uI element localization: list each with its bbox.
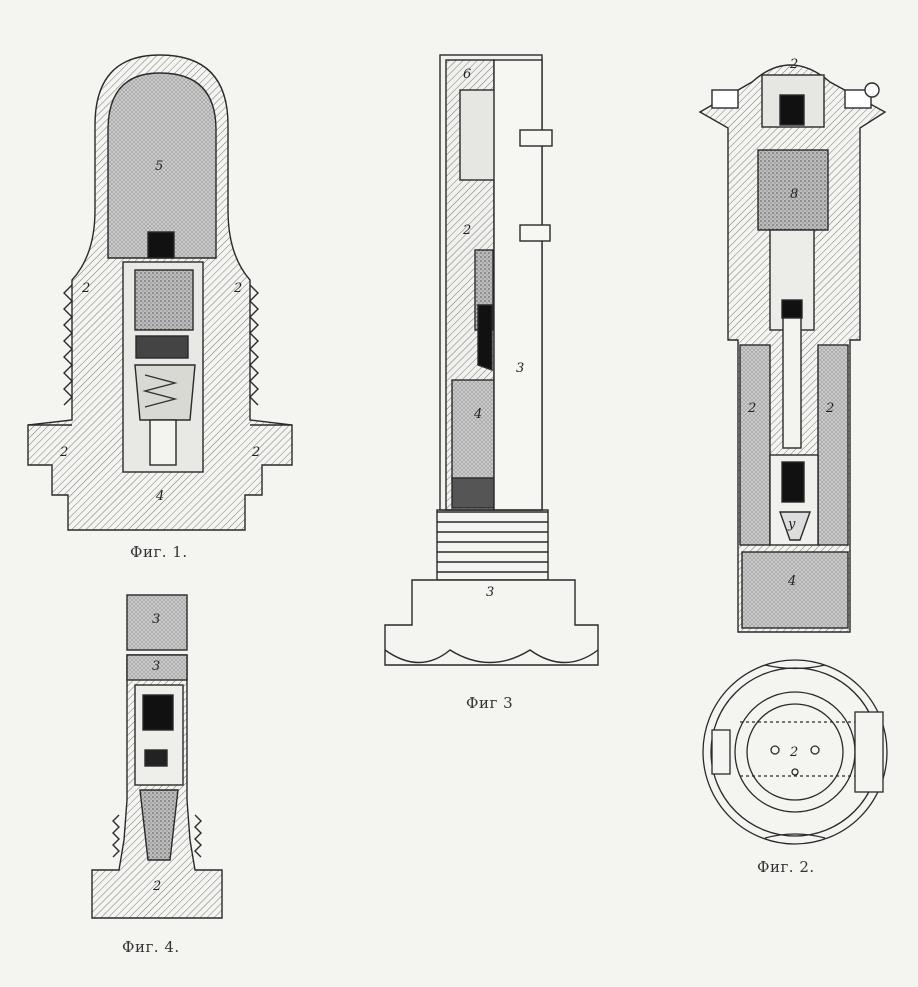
figure-2-plan xyxy=(702,659,888,845)
fig3-label-6: 6 xyxy=(463,67,471,82)
fig3-label-4: 4 xyxy=(473,407,482,422)
fig2-label-2b: 2 xyxy=(825,401,834,416)
figure-1-caption: Фиг. 1. xyxy=(130,543,188,561)
fig4-label-2: 2 xyxy=(152,879,161,894)
fig2-label-y: y xyxy=(787,517,796,532)
figure-3 xyxy=(384,54,599,666)
fig1-label-2b: 2 xyxy=(233,281,242,296)
figure-2-caption: Фиг. 2. xyxy=(757,858,815,876)
fig1-label-4: 4 xyxy=(155,489,164,504)
figure-4-caption: Фиг. 4. xyxy=(122,938,180,956)
figure-3-caption: Фиг 3 xyxy=(466,694,514,712)
figure-4 xyxy=(91,594,223,919)
fig3-label-3b: 3 xyxy=(486,585,494,600)
fig2-label-2: 2 xyxy=(789,57,798,72)
fig2-label-2a: 2 xyxy=(747,401,756,416)
fig1-label-2a: 2 xyxy=(81,281,90,296)
fig2-plan-label-2: 2 xyxy=(789,745,798,760)
fig3-label-3a: 3 xyxy=(516,361,524,376)
figure-1 xyxy=(27,54,293,531)
fig4-label-3b: 3 xyxy=(152,659,160,674)
fig1-label-2d: 2 xyxy=(251,445,260,460)
fig1-label-5: 5 xyxy=(155,159,163,174)
fig2-label-8: 8 xyxy=(790,187,798,202)
fig2-label-4: 4 xyxy=(787,574,796,589)
figure-2-section xyxy=(698,64,887,633)
fig4-label-3a: 3 xyxy=(152,612,160,627)
part-labels: 5 2 2 2 2 4 6 2 3 4 3 2 8 2 2 y 4 3 3 2 … xyxy=(59,57,834,894)
fig3-label-2: 2 xyxy=(462,223,471,238)
fig1-label-2c: 2 xyxy=(59,445,68,460)
